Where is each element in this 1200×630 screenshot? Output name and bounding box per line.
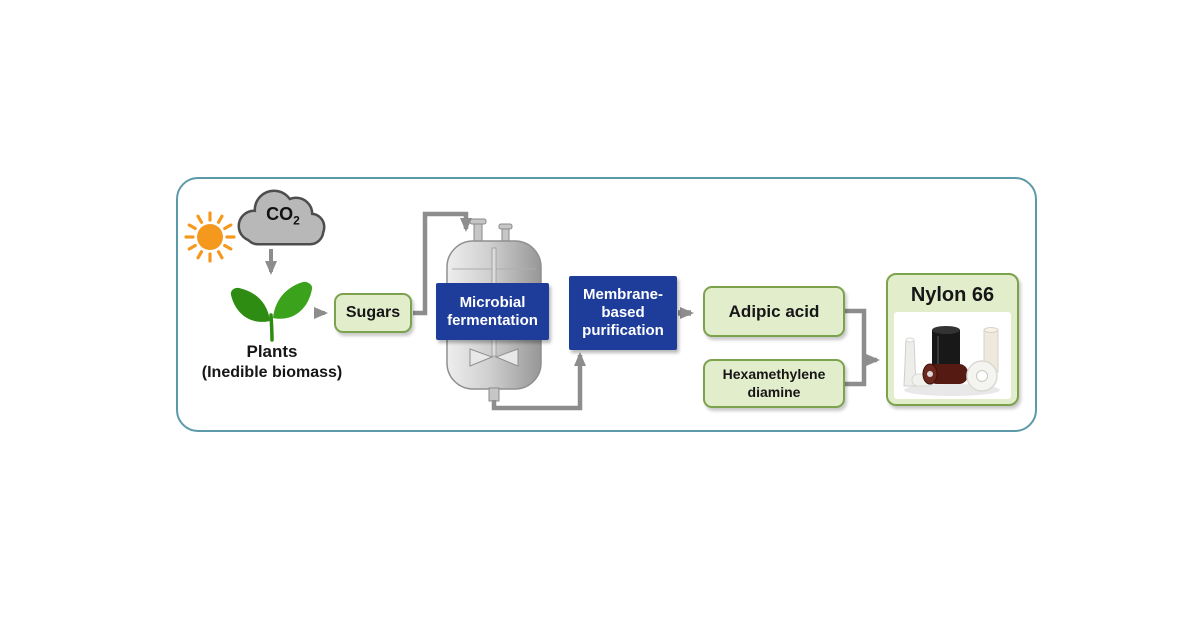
co2-label: CO2 xyxy=(259,204,307,228)
nylon-66-label: Nylon 66 xyxy=(910,284,995,306)
plants-caption: Plants (Inedible biomass) xyxy=(187,341,357,384)
sugars-box: Sugars xyxy=(334,293,412,333)
sugars-label: Sugars xyxy=(345,304,401,321)
membrane-label-line1: Membrane- xyxy=(582,286,664,304)
membrane-label-line2: based xyxy=(601,304,645,322)
plants-label-line1: Plants xyxy=(246,342,298,361)
plants-label-line2: (Inedible biomass) xyxy=(201,364,343,382)
hexamethylene-label-line2: diamine xyxy=(747,383,801,400)
fermentation-label-line1: Microbial xyxy=(459,293,526,311)
hexamethylene-diamine-box: Hexamethylene diamine xyxy=(703,359,845,408)
adipic-acid-box: Adipic acid xyxy=(703,286,845,337)
nylon-66-box: Nylon 66 xyxy=(886,273,1019,406)
fermentation-label-line2: fermentation xyxy=(447,311,538,329)
membrane-purification-box: Membrane- based purification xyxy=(569,276,677,350)
microbial-fermentation-box: Microbial fermentation xyxy=(436,283,549,340)
nylon-spools-image xyxy=(903,326,1000,396)
adipic-acid-label: Adipic acid xyxy=(728,301,820,321)
membrane-label-line3: purification xyxy=(582,321,664,339)
co2-subscript: 2 xyxy=(293,213,300,228)
hexamethylene-label-line1: Hexamethylene xyxy=(722,366,826,382)
nylon-products-photo xyxy=(894,312,1011,399)
co2-text: CO xyxy=(266,204,294,224)
